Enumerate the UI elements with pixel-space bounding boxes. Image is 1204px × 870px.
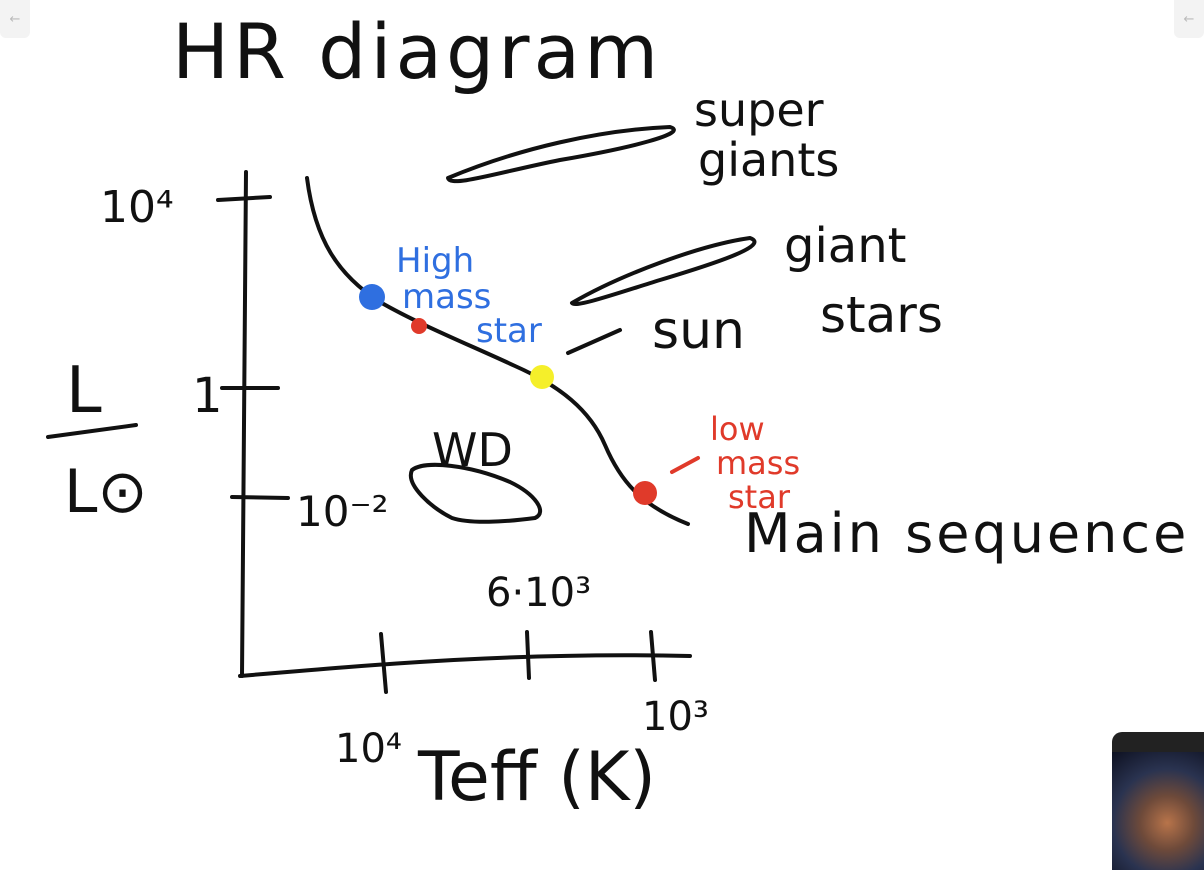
previous-page-button[interactable]: ←: [0, 0, 30, 38]
x-tick-6e3: [525, 630, 531, 680]
space-image-thumbnail[interactable]: [1112, 732, 1204, 870]
supergiants-label-line1: super: [694, 83, 824, 137]
nebula-image: [1112, 752, 1204, 870]
x-tick-1e4: [379, 632, 388, 694]
y-axis: [240, 170, 248, 678]
sun-marker: [530, 365, 554, 389]
y-tick-label-1: 1: [192, 368, 223, 424]
giants-label-line1: giant: [784, 218, 906, 274]
arrow-left-icon: ←: [9, 11, 21, 27]
low-mass-label-line1: low: [710, 410, 765, 448]
ylabel-fraction-bar: [46, 423, 138, 439]
diagram-title: HR diagram: [172, 7, 662, 96]
x-axis: [238, 653, 692, 678]
low-mass-label-line2: mass: [716, 444, 800, 482]
supergiants-label-line2: giants: [698, 133, 839, 187]
giants-label-line2: stars: [820, 286, 943, 344]
white-dwarf-label: WD: [432, 423, 513, 477]
main-sequence-label: Main sequence: [744, 502, 1189, 565]
low-mass-label-line3: star: [728, 478, 791, 516]
high-mass-label-line2: mass: [402, 277, 491, 317]
sun-label: sun: [652, 301, 745, 361]
y-tick-label-1e4: 10⁴: [100, 182, 174, 233]
high-mass-red-marker: [411, 318, 427, 334]
x-axis-label: Teff (K): [417, 738, 656, 817]
supergiants-region: [446, 125, 676, 184]
x-tick-label-1e3: 10³: [642, 694, 709, 740]
sun-pointer: [566, 328, 622, 355]
high-mass-label-line3: star: [476, 311, 542, 351]
x-tick-label-6e3: 6·10³: [486, 570, 591, 616]
next-page-button[interactable]: ←: [1174, 0, 1204, 38]
low-mass-pointer: [670, 456, 700, 474]
giants-region: [570, 236, 757, 306]
high-mass-star-marker: [359, 284, 385, 310]
y-tick-1e4: [216, 195, 272, 202]
high-mass-label-line1: High: [396, 241, 474, 281]
arrow-left-icon: ←: [1183, 11, 1195, 27]
ylabel-denominator: L⊙: [64, 457, 148, 527]
white-dwarf-region: [408, 462, 542, 524]
y-tick-1e-2: [230, 495, 290, 500]
main-sequence-curve: [305, 176, 690, 526]
y-tick-label-1e-2: 10⁻²: [296, 487, 388, 536]
x-tick-1e3: [649, 630, 657, 682]
low-mass-star-marker: [633, 481, 657, 505]
x-tick-label-1e4: 10⁴: [335, 726, 402, 772]
ylabel-numerator: L: [66, 354, 102, 428]
